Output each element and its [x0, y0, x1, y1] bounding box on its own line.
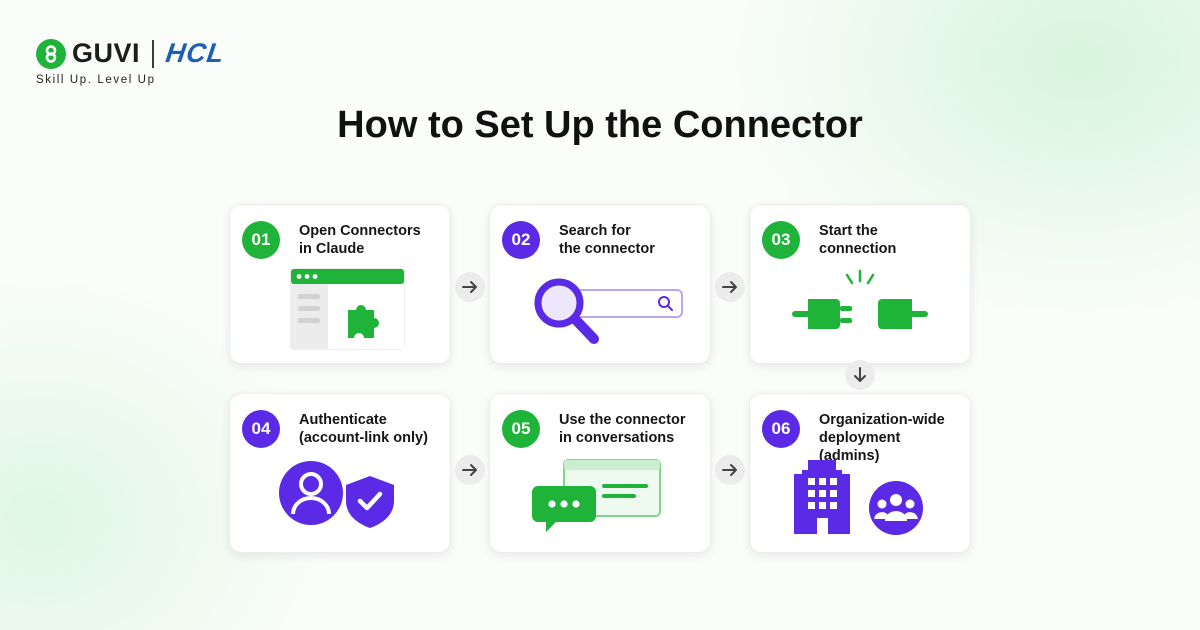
page-title: How to Set Up the Connector [337, 104, 863, 146]
step-title-line1: Authenticate [299, 412, 387, 428]
brand-divider [152, 39, 155, 68]
step-title: Organization-wide deployment (admins) [819, 411, 964, 465]
step-title-line1: Organization-wide [819, 412, 945, 428]
plug-connect-icon [792, 269, 928, 329]
step-title-line1: Open Connectors [299, 223, 421, 239]
step-title: Open Connectors in Claude [299, 222, 444, 258]
step-number-badge: 03 [762, 221, 800, 259]
step-number-badge: 02 [502, 221, 540, 259]
step-title-line1: Search for [559, 223, 631, 239]
chat-bubble-icon [532, 459, 661, 532]
step-title-line2: in conversations [559, 430, 675, 446]
user-shield-icon [279, 461, 394, 528]
step-card-06: 06 Organization-wide deployment (admins) [749, 393, 971, 553]
step-title: Use the connector in conversations [559, 411, 704, 447]
arrow-right-icon [715, 272, 745, 302]
building-team-icon [794, 460, 923, 535]
brand-logo: GUVI HCL Skill Up. Level Up [36, 38, 227, 86]
magnifier-search-icon [534, 278, 683, 344]
guvi-logo-icon [36, 38, 66, 69]
step-number-badge: 04 [242, 410, 280, 448]
step-title-line2: connection [819, 241, 897, 257]
browser-puzzle-icon [290, 268, 405, 350]
arrow-right-icon [715, 455, 745, 485]
step-title-line2: the connector [559, 241, 655, 257]
step-number-badge: 06 [762, 410, 800, 448]
step-title-line1: Start the [819, 223, 878, 239]
step-card-04: 04 Authenticate (account-link only) [229, 393, 451, 553]
step-title: Start the connection [819, 222, 964, 258]
arrow-right-icon [455, 455, 485, 485]
hcl-wordmark: HCL [163, 38, 227, 68]
step-card-03: 03 Start the connection [749, 204, 971, 364]
brand-tagline: Skill Up. Level Up [36, 74, 156, 86]
guvi-wordmark: GUVI [72, 38, 141, 68]
step-title: Authenticate (account-link only) [299, 411, 444, 447]
step-card-01: 01 Open Connectors in Claude [229, 204, 451, 364]
step-card-05: 05 Use the connector in conversations [489, 393, 711, 553]
arrow-down-icon [845, 360, 875, 390]
step-title-line1: Use the connector [559, 412, 686, 428]
step-title-line2: (account-link only) [299, 430, 428, 446]
step-number-badge: 01 [242, 221, 280, 259]
arrow-right-icon [455, 272, 485, 302]
step-number-badge: 05 [502, 410, 540, 448]
step-title-line2: in Claude [299, 241, 365, 257]
step-title: Search for the connector [559, 222, 704, 258]
step-card-02: 02 Search for the connector [489, 204, 711, 364]
